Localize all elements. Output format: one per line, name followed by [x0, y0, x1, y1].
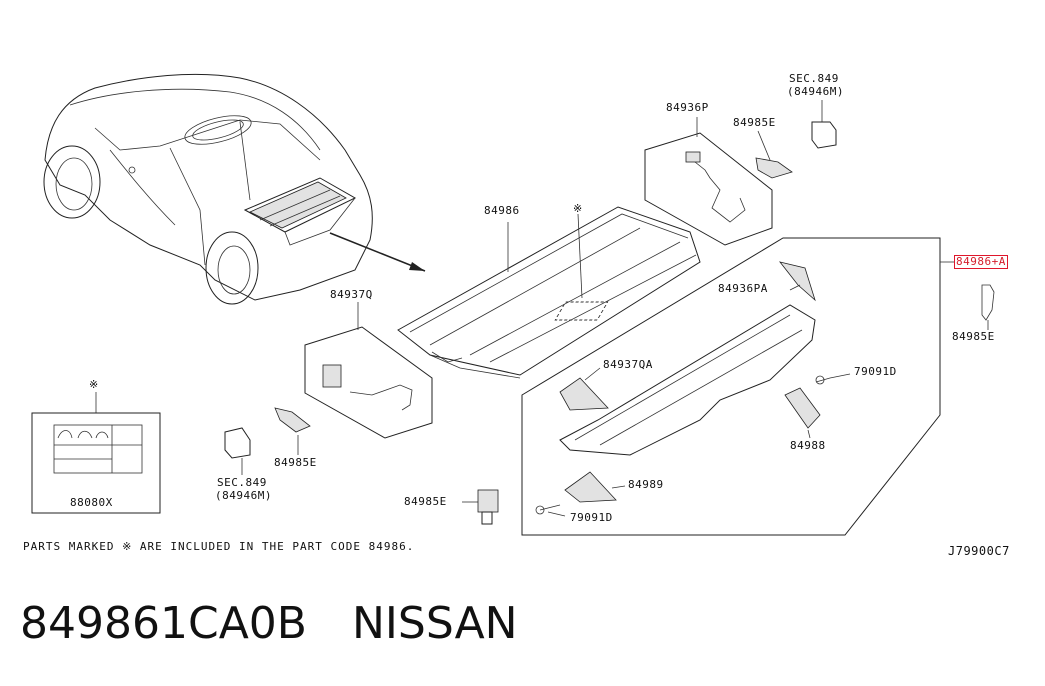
- label-84986A-highlight[interactable]: 84986+A: [954, 255, 1008, 269]
- label-84936PA: 84936PA: [718, 282, 768, 295]
- label-84988: 84988: [790, 439, 826, 452]
- box-84937Q: [304, 302, 433, 439]
- mark-center: ※: [573, 202, 583, 215]
- label-84936P: 84936P: [666, 101, 709, 114]
- label-84985E-right: 84985E: [952, 330, 995, 343]
- part-84985E-bottom: [462, 489, 499, 525]
- label-84985E-bottom: 84985E: [404, 495, 447, 508]
- car-illustration: [43, 73, 426, 305]
- label-84985E-top: 84985E: [733, 116, 776, 129]
- label-sec849-bottom-sub: (84946M): [215, 489, 272, 502]
- label-84989: 84989: [628, 478, 664, 491]
- label-84985E-mid: 84985E: [274, 456, 317, 469]
- label-79091D-upper: 79091D: [854, 365, 897, 378]
- label-sec849-top: SEC.849: [789, 72, 839, 85]
- label-79091D-lower: 79091D: [570, 511, 613, 524]
- part-84985E-mid: [274, 407, 311, 455]
- part-sec849-bottom: [224, 427, 251, 475]
- label-88080X: 88080X: [70, 496, 113, 509]
- label-84986: 84986: [484, 204, 520, 217]
- label-84937QA: 84937QA: [603, 358, 653, 371]
- box-84936P: [644, 100, 837, 246]
- label-sec849-bottom: SEC.849: [217, 476, 267, 489]
- box-88080X: [31, 392, 161, 514]
- mark-left: ※: [89, 378, 99, 391]
- brand-name: NISSAN: [352, 598, 518, 649]
- part-84985E-right: [981, 284, 995, 330]
- box-84986A: [521, 237, 955, 536]
- tonneau-cover-84986: [397, 206, 701, 379]
- footnote: PARTS MARKED ※ ARE INCLUDED IN THE PART …: [23, 540, 415, 553]
- label-sec849-top-sub: (84946M): [787, 85, 844, 98]
- diagram-code: J79900C7: [948, 544, 1010, 558]
- part-number: 849861CA0B: [20, 598, 307, 649]
- label-84937Q: 84937Q: [330, 288, 373, 301]
